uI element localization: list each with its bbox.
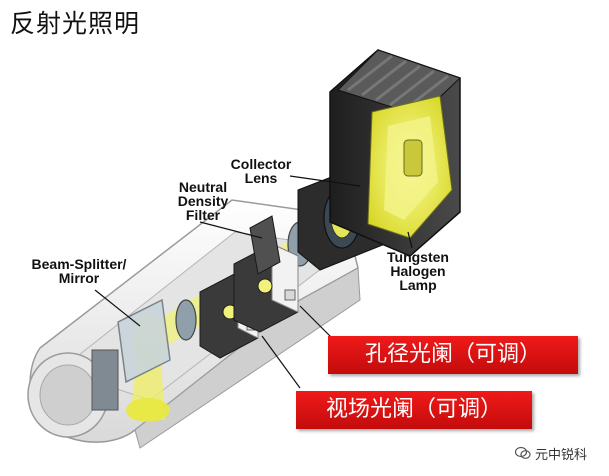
aperture-diaphragm-callout: 孔径光阑（可调）: [328, 336, 578, 374]
beam-splitter-mirror: [91, 298, 171, 411]
aperture-diaphragm-block: [233, 243, 299, 333]
watermark-text: 元中锐科: [534, 447, 587, 463]
label-tungsten-halogen-lamp: Tungsten Halogen Lamp: [387, 249, 449, 293]
lamp-housing: [329, 49, 461, 257]
watermark: 元中锐科: [514, 444, 587, 465]
label-neutral-density-filter: Neutral Density Filter: [177, 179, 229, 223]
label-collector-lens: Collector Lens: [230, 156, 292, 186]
leader-lines: [94, 175, 413, 389]
neutral-density-filter: [249, 215, 281, 275]
field-diaphragm-callout: 视场光阑（可调）: [296, 391, 532, 429]
page-title: 反射光照明: [10, 9, 141, 38]
label-beam-splitter-mirror: Beam-Splitter/ Mirror: [31, 256, 127, 286]
wechat-icon: [514, 446, 531, 464]
